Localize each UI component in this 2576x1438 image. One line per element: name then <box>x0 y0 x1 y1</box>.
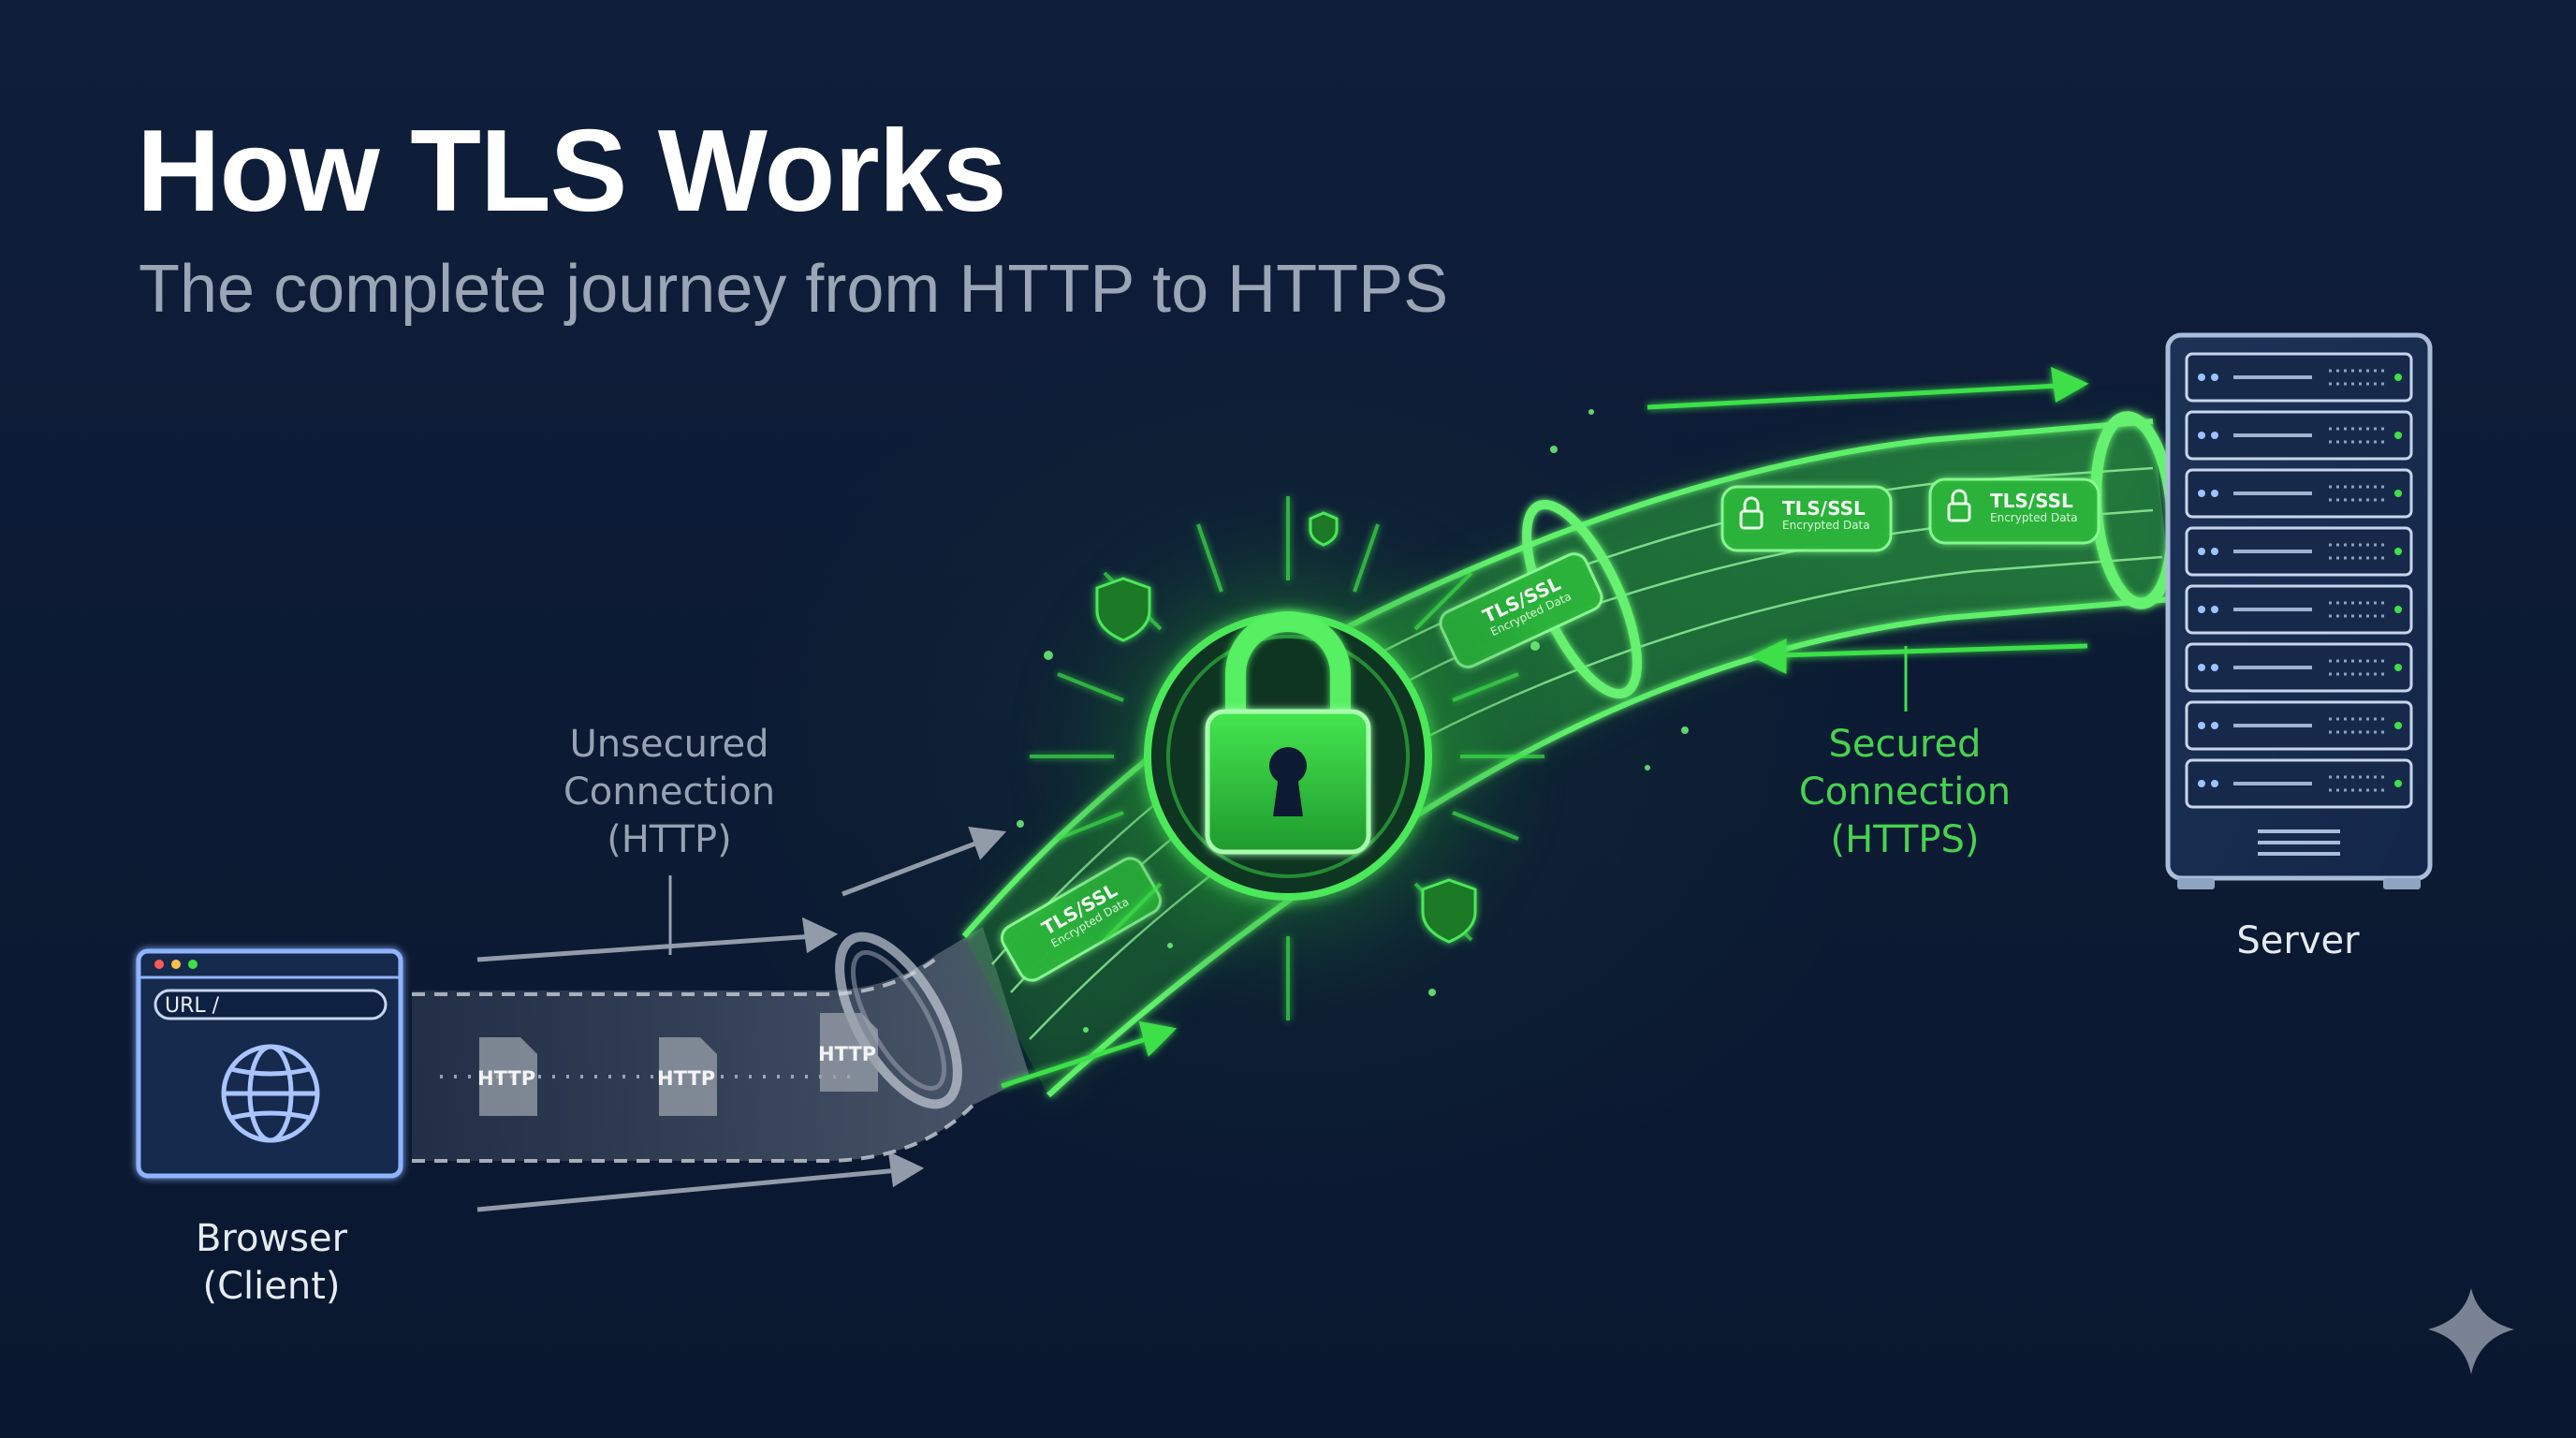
tls-badge-caption: Encrypted Data <box>1782 519 1870 532</box>
browser-label-line-1: Browser <box>195 1217 348 1260</box>
sparkle-icon <box>2428 1288 2514 1374</box>
tls-badge-title: TLS/SSL <box>1782 497 1866 520</box>
http-packet-icon <box>479 1013 878 1116</box>
unsecured-line-1: Unsecured <box>569 723 769 766</box>
server-label: Server <box>2236 919 2360 962</box>
globe-icon <box>221 1044 320 1143</box>
secured-line-1: Secured <box>1828 723 1982 766</box>
unsecured-line-3: (HTTP) <box>607 818 732 861</box>
http-packet-label: HTTP <box>477 1067 536 1090</box>
browser-label-line-2: (Client) <box>202 1265 341 1308</box>
browser-window-icon <box>136 948 403 1179</box>
tls-badge-caption: Encrypted Data <box>1990 511 2078 524</box>
unsecured-line-2: Connection <box>563 770 776 814</box>
http-packet-label: HTTP <box>657 1067 716 1090</box>
unsecured-connection-label: Unsecured Connection (HTTP) <box>524 721 814 864</box>
padlock-icon <box>1007 476 1569 1037</box>
tls-badge: TLS/SSL Encrypted Data <box>1782 498 1870 532</box>
secured-line-2: Connection <box>1798 770 2012 814</box>
tls-badge: TLS/SSL Encrypted Data <box>1990 491 2078 524</box>
secured-line-3: (HTTPS) <box>1830 818 1980 861</box>
page-title: How TLS Works <box>137 107 1007 236</box>
tls-badge-title: TLS/SSL <box>1990 490 2073 512</box>
http-packet-label: HTTP <box>818 1043 877 1065</box>
secured-connection-label: Secured Connection (HTTPS) <box>1760 721 2050 864</box>
page-subtitle: The complete journey from HTTP to HTTPS <box>139 252 1449 327</box>
browser-url-bar: URL / <box>165 994 220 1018</box>
shield-icon <box>1095 511 1477 944</box>
server-rack-icon <box>2165 332 2433 889</box>
browser-label: Browser (Client) <box>150 1215 393 1311</box>
